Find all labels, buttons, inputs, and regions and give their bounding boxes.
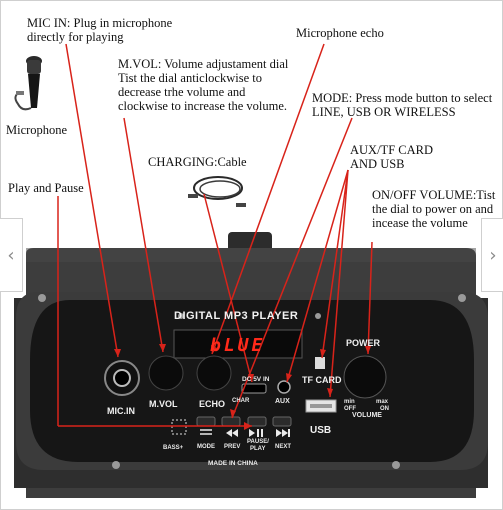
power-label: POWER [346,338,381,348]
next-label: NEXT [275,444,292,450]
on-label: ON [380,406,389,412]
prev-label: PREV [224,444,241,450]
mic-in-label: MIC.IN [107,406,135,416]
prev-image-button[interactable]: ‹ [0,218,23,292]
annotation-aux-tf-usb: AUX/TF CARD AND USB [350,143,433,171]
echo-label: ECHO [199,399,226,409]
led-display-text: bLUE [210,335,266,356]
annotation-mic-in: MIC IN: Plug in microphone directly for … [27,16,173,44]
mode-label: MODE [197,444,215,450]
annotation-microphone: Microphone [6,123,68,137]
annotation-power: ON/OFF VOLUME:Tist the dial to power on … [372,188,496,230]
annotation-mvol: M.VOL: Volume adjustament dial Tist the … [118,57,289,113]
bass-label: BASS+ [163,445,184,451]
next-image-button[interactable]: › [481,218,503,292]
play-label: PLAY [250,446,266,452]
tf-card-label: TF CARD [302,375,342,385]
panel-title: DIGITAL MP3 PLAYER [174,310,299,322]
annotation-play-pause: Play and Pause [8,181,84,195]
char-label: CHAR [232,398,250,404]
volume-label: VOLUME [352,412,382,419]
usb-label: USB [310,425,332,436]
dc-label: DC 5V IN [242,376,270,383]
microphone-image [14,56,42,111]
off-label: OFF [344,406,356,412]
annotation-microphone-echo: Microphone echo [296,26,384,40]
mvol-label: M.VOL [149,399,178,409]
annotation-lines [57,43,373,427]
annotation-charging: CHARGING:Cable [148,155,247,169]
made-in-label: MADE IN CHINA [208,460,258,467]
charging-cable-image [188,176,246,207]
pause-label: PAUSE/ [247,439,269,445]
aux-label: AUX [275,398,290,405]
max-label: max [376,399,389,405]
min-label: min [344,399,355,405]
annotation-mode: MODE: Press mode button to select LINE, … [312,91,493,119]
